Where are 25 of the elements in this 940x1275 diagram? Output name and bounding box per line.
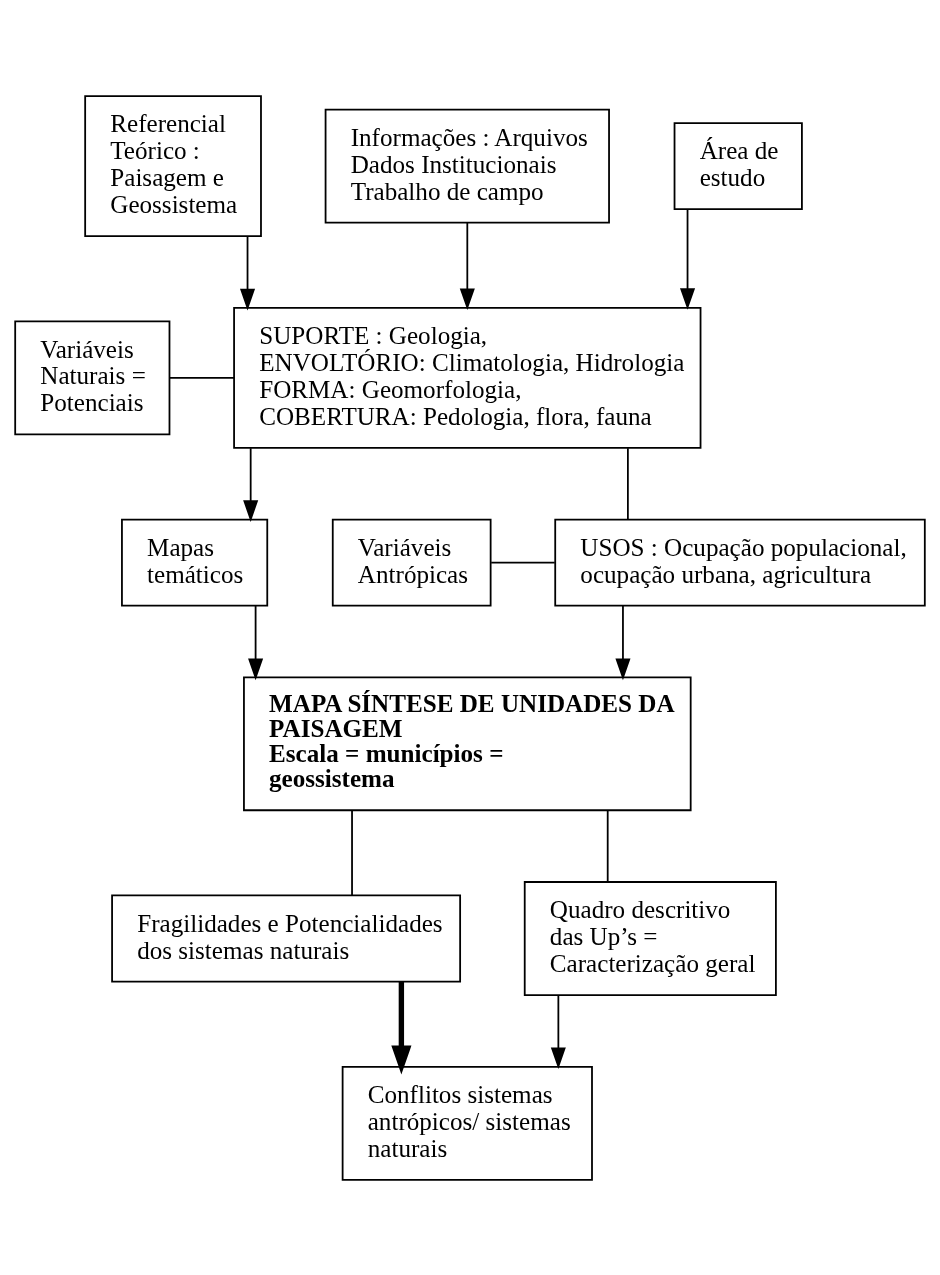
node-box: Conflitos sistemas antrópicos/ sistemas naturais [341, 1065, 593, 1181]
arrow [391, 981, 412, 1074]
node-box: MAPA SÍNTESE DE UNIDADES DA PAISAGEM Escala = municípios = geossistema [243, 676, 692, 811]
arrow [680, 208, 696, 310]
arrow [243, 446, 259, 522]
arrow [240, 235, 256, 310]
connector [168, 376, 235, 379]
node-box: Quadro descritivo das Up’s = Caracterização geral [523, 880, 777, 996]
node-box: SUPORTE : Geologia, ENVOLTÓRIO: Climatologia, Hidrologia FORMA: Geomorfologia, COBERTURA: Pedologia, flora, fauna [233, 306, 702, 449]
arrow [459, 221, 475, 310]
node-box: Mapas temáticos [121, 518, 269, 607]
connector [627, 446, 629, 520]
node-box: USOS : Ocupação populacional, ocupação urbana, agricultura [554, 518, 926, 607]
connector [351, 808, 353, 896]
node-box: Variáveis Antrópicas [331, 518, 492, 607]
node-box: Referencial Teórico : Paisagem e Geossistema [84, 94, 262, 237]
node-box: Fragilidades e Potencialidades dos sistemas naturais [111, 894, 462, 982]
arrow [615, 604, 631, 680]
connector [606, 808, 609, 882]
connector [490, 561, 556, 564]
node-box: Variáveis Naturais = Potenciais [14, 319, 171, 435]
node-box: Área de estudo [673, 121, 803, 210]
arrow [248, 604, 264, 680]
node-box: Informações : Arquivos Dados Institucionais Trabalho de campo [324, 108, 610, 224]
arrow [550, 994, 566, 1069]
